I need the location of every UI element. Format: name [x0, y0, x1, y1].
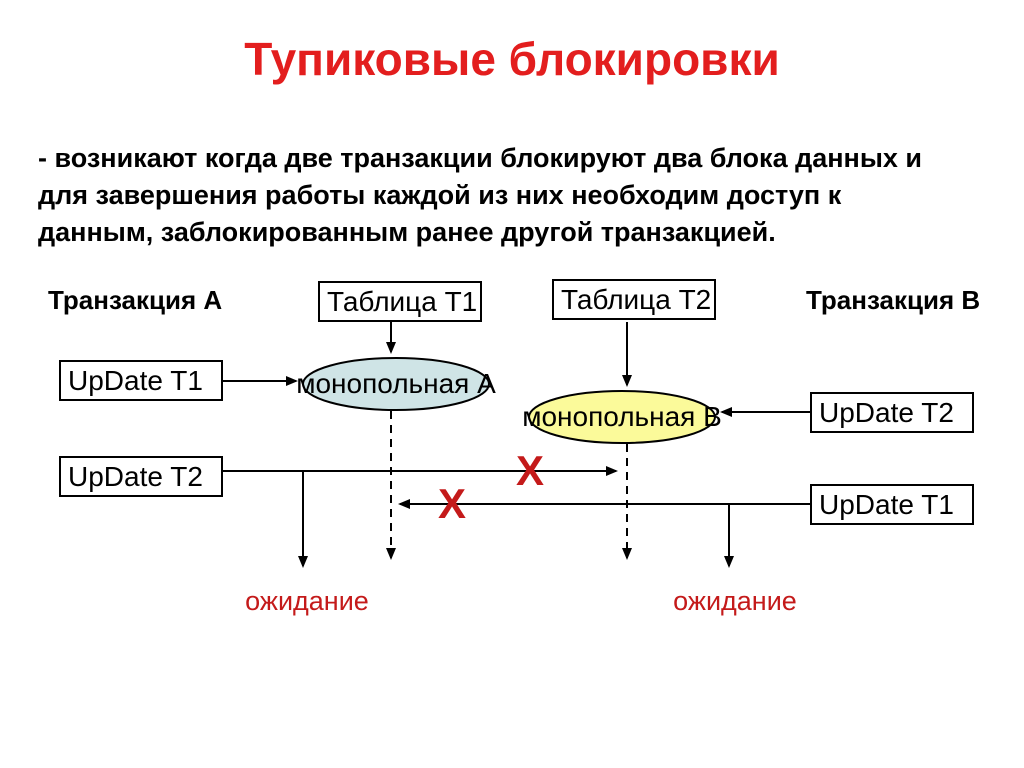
table-t2-box: Таблица Т2	[552, 279, 716, 320]
description-line: данным, заблокированным ранее другой тра…	[38, 217, 776, 247]
deadlock-cross-upper: X	[515, 447, 544, 494]
update-t1-box-transaction-b: UpDate T1	[810, 484, 974, 525]
lock-b-label: монопольная В	[522, 401, 722, 432]
description-line: для завершения работы каждой из них необ…	[38, 180, 842, 210]
transaction-a-label: Транзакция А	[48, 285, 223, 315]
waiting-label-right: ожидание	[673, 586, 797, 616]
waiting-label-left: ожидание	[245, 586, 369, 616]
table-t1-box: Таблица Т1	[318, 281, 482, 322]
deadlock-cross-lower: X	[437, 480, 466, 527]
update-t2-box-transaction-b: UpDate T2	[810, 392, 974, 433]
description-line: - возникают когда две транзакции блокиру…	[38, 143, 923, 173]
lock-a-label: монопольная А	[296, 368, 496, 399]
update-t1-box-transaction-a: UpDate T1	[59, 360, 223, 401]
transaction-b-label: Транзакция В	[806, 285, 981, 315]
update-t2-box-transaction-a: UpDate T2	[59, 456, 223, 497]
description-paragraph: - возникают когда две транзакции блокиру…	[38, 140, 998, 251]
page-title: Тупиковые блокировки	[244, 33, 780, 85]
